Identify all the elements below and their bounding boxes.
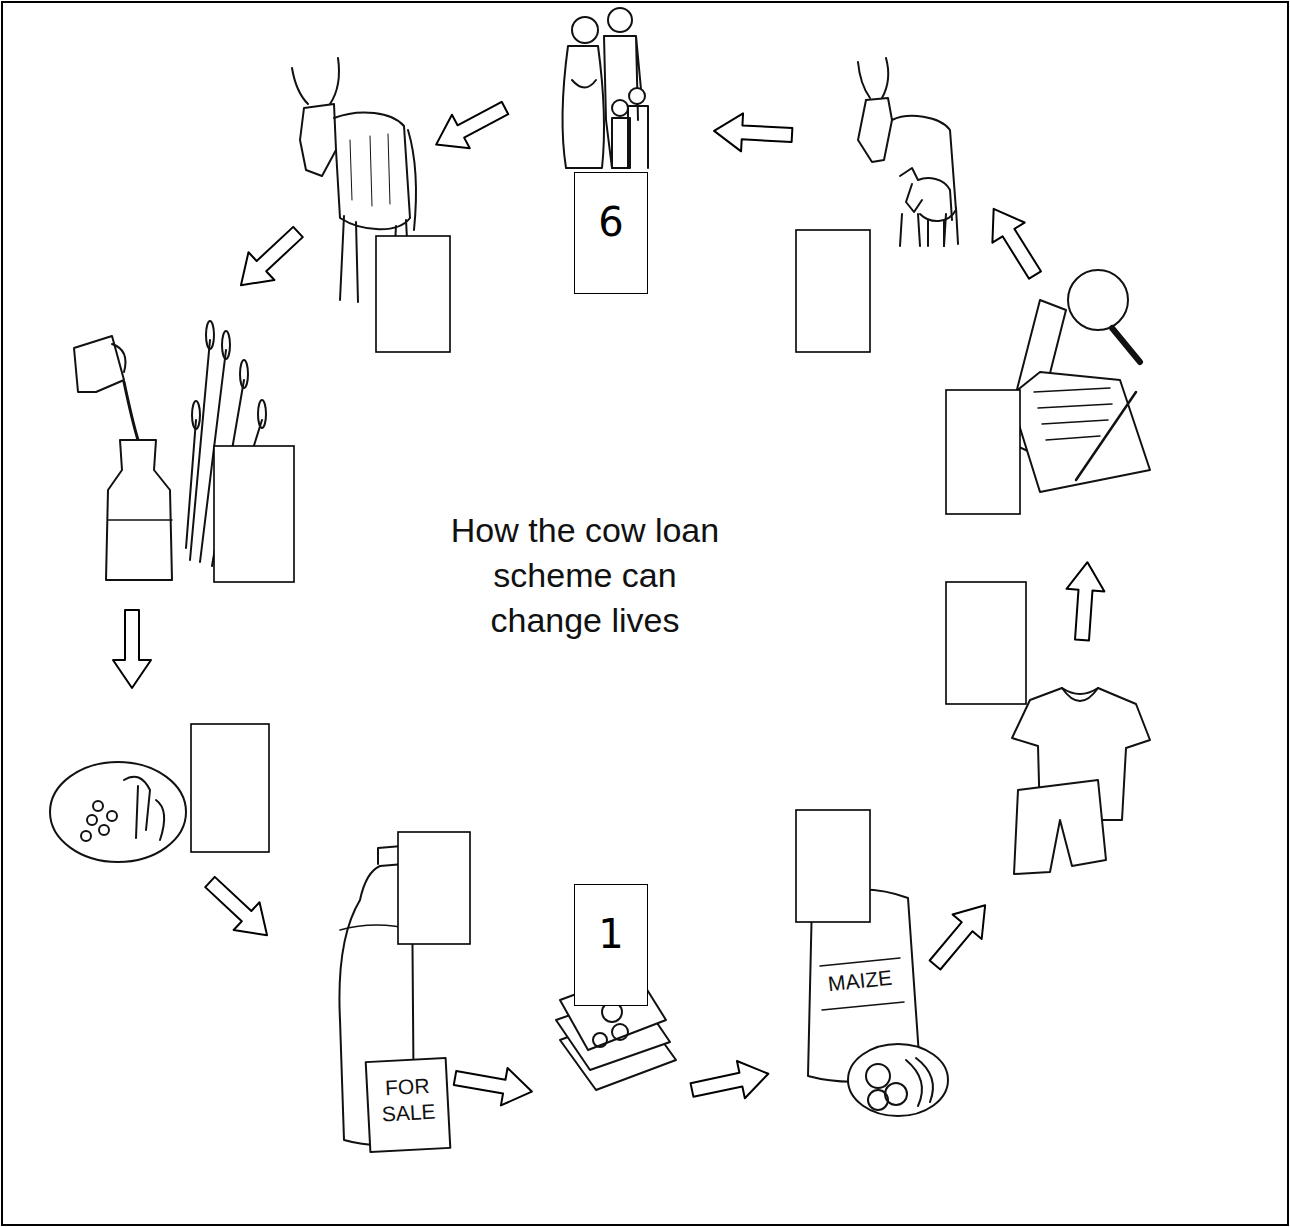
document-sketch	[1004, 270, 1150, 492]
sale-sign	[366, 1058, 451, 1152]
empty-number-boxes	[191, 230, 1026, 944]
cow-calf-sketch	[858, 58, 958, 246]
diagram-title: How the cow loan scheme can change lives	[440, 508, 730, 643]
family-sketch	[562, 8, 648, 168]
cycle-arrows	[113, 91, 1106, 1110]
food-plate-sketch	[50, 762, 186, 862]
callout-number: 6	[575, 199, 647, 245]
number-box: 1	[574, 884, 648, 1006]
sale-sign-text: FOR SALE	[374, 1072, 443, 1128]
clothes-sketch	[1012, 688, 1150, 874]
callout-number: 1	[575, 911, 647, 957]
maize-sack-sketch	[808, 889, 948, 1116]
number-box: 6	[574, 172, 648, 294]
